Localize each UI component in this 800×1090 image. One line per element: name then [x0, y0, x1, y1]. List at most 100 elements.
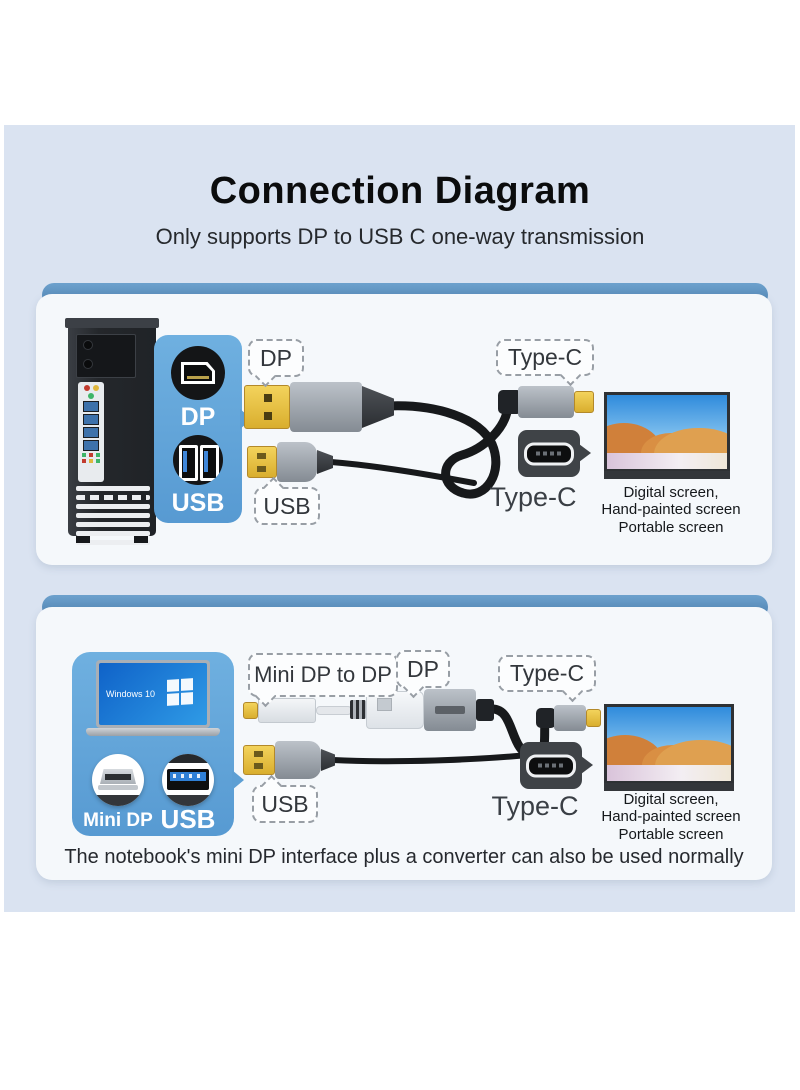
- windows-logo-icon: [167, 678, 193, 706]
- dp-port-label: DP: [180, 403, 216, 431]
- slot: [76, 531, 150, 536]
- adapter-dp-plug: [366, 691, 424, 729]
- usb-plug-body: [275, 741, 321, 779]
- port-shadow: [162, 795, 214, 806]
- usb-port-label: USB: [160, 804, 216, 834]
- adapter-cable: [316, 706, 352, 715]
- type-c-plug-tip: [586, 709, 601, 727]
- slot: [76, 513, 150, 518]
- dp-plug-strain: [476, 699, 494, 721]
- caption-line: Portable screen: [618, 825, 724, 843]
- laptop-ports-callout: Windows 10 Mini DP: [72, 652, 244, 836]
- page-subtitle: Only supports DP to USB C one-way transm…: [155, 224, 645, 249]
- port-shadow: [162, 754, 214, 763]
- tower-top-cap: [65, 318, 159, 328]
- windows-pane: [181, 678, 193, 691]
- led: [92, 385, 99, 391]
- caption-line: Digital screen,: [623, 484, 719, 501]
- led: [83, 385, 90, 391]
- io-port: [83, 427, 99, 438]
- io-port: [83, 401, 99, 412]
- dp-port-icon: [171, 346, 225, 400]
- slot: [76, 540, 150, 545]
- slot: [76, 504, 150, 509]
- callout-pointer: [232, 770, 244, 790]
- laptop-scenario-panel: Windows 10 Mini DP: [36, 607, 772, 880]
- foreground: [607, 764, 731, 781]
- laptop-base: [86, 728, 220, 736]
- dot: [89, 459, 93, 463]
- tower-expansion-slots: [76, 486, 150, 549]
- dot: [89, 453, 93, 457]
- windows-pane: [167, 679, 179, 692]
- dot: [96, 453, 100, 457]
- dp-port-contacts: [187, 376, 209, 379]
- mini-dp-adapter-bubble: Mini DP to DP: [248, 653, 398, 708]
- usb-pins: [173, 774, 203, 778]
- type-c-plug-body: [518, 386, 574, 418]
- caption-line: Portable screen: [618, 518, 724, 536]
- dot: [82, 459, 86, 463]
- type-c-port-label: Type-C: [489, 482, 577, 512]
- dot-row: [82, 459, 100, 463]
- usb-port-icon: [173, 435, 223, 485]
- tower-foot: [76, 536, 90, 543]
- usb-plug-bubble-text: USB: [263, 492, 311, 519]
- monitor-caption: Digital screen, Hand-painted screen Port…: [576, 791, 766, 843]
- mini-dp-port-label: Mini DP: [83, 810, 153, 831]
- windows-10-label: Windows 10: [106, 689, 156, 699]
- dp-plug-body: [424, 689, 476, 731]
- windows-pane: [181, 692, 193, 705]
- type-c-port-opening: [524, 442, 574, 465]
- dot: [96, 459, 100, 463]
- tower-foot: [134, 536, 148, 543]
- dp-plug-body: [290, 382, 362, 432]
- type-c-plug-strain: [536, 708, 556, 728]
- usb-cable: [328, 459, 477, 486]
- usb-cable: [330, 752, 531, 765]
- windows-pane: [167, 693, 179, 706]
- type-c-plug-tip: [574, 391, 594, 413]
- tower-drive-bay: [76, 334, 136, 378]
- monitor-landscape-image: [607, 395, 727, 469]
- dp-plug-bubble: DP: [248, 339, 304, 388]
- usb-port-label: USB: [171, 489, 225, 517]
- main-cable: [383, 401, 513, 499]
- usb-a-socket: [200, 445, 219, 481]
- panel-footnote: The notebook's mini DP interface plus a …: [64, 846, 744, 868]
- usb-plug-strain: [317, 450, 333, 474]
- usb-plug-body: [277, 442, 317, 482]
- caption-line: Digital screen,: [623, 791, 719, 808]
- plate-pointer: [579, 444, 591, 462]
- slot: [76, 486, 150, 491]
- mini-dp-port-base: [98, 785, 138, 790]
- io-port: [83, 414, 99, 425]
- slot: [76, 522, 150, 527]
- led: [88, 393, 94, 399]
- caption-line: Hand-painted screen: [601, 808, 741, 826]
- usb-plug-bubble-text: USB: [261, 790, 309, 817]
- type-c-port-plate: [518, 430, 591, 477]
- type-c-plug-body: [554, 705, 586, 731]
- laptop-illustration: Windows 10: [86, 660, 220, 742]
- type-c-port-opening: [526, 754, 576, 777]
- dp-port-shape: [181, 362, 215, 384]
- type-c-plug-bubble: Type-C: [498, 655, 596, 703]
- tower-io-panel: [78, 382, 104, 482]
- usb-plug-bubble: USB: [252, 774, 318, 823]
- usb-plug-yellow: [243, 745, 275, 775]
- laptop-screen: Windows 10: [96, 660, 210, 728]
- monitor-caption: Digital screen, Hand-painted screen Port…: [576, 484, 766, 536]
- type-c-port-plate: [520, 742, 593, 789]
- usb-port-icon: [162, 754, 214, 806]
- led-row: [83, 385, 99, 391]
- mini-dp-plug-tip: [243, 702, 258, 719]
- slot: [76, 495, 150, 500]
- dot: [82, 453, 86, 457]
- bay-knob: [83, 340, 93, 350]
- usb-plug-yellow: [247, 446, 277, 478]
- usb-a-socket: [179, 445, 198, 481]
- adapter-ribs: [350, 700, 366, 719]
- desktop-scenario-panel: DP USB DP USB Type-C: [36, 294, 772, 565]
- bay-knob: [83, 359, 93, 369]
